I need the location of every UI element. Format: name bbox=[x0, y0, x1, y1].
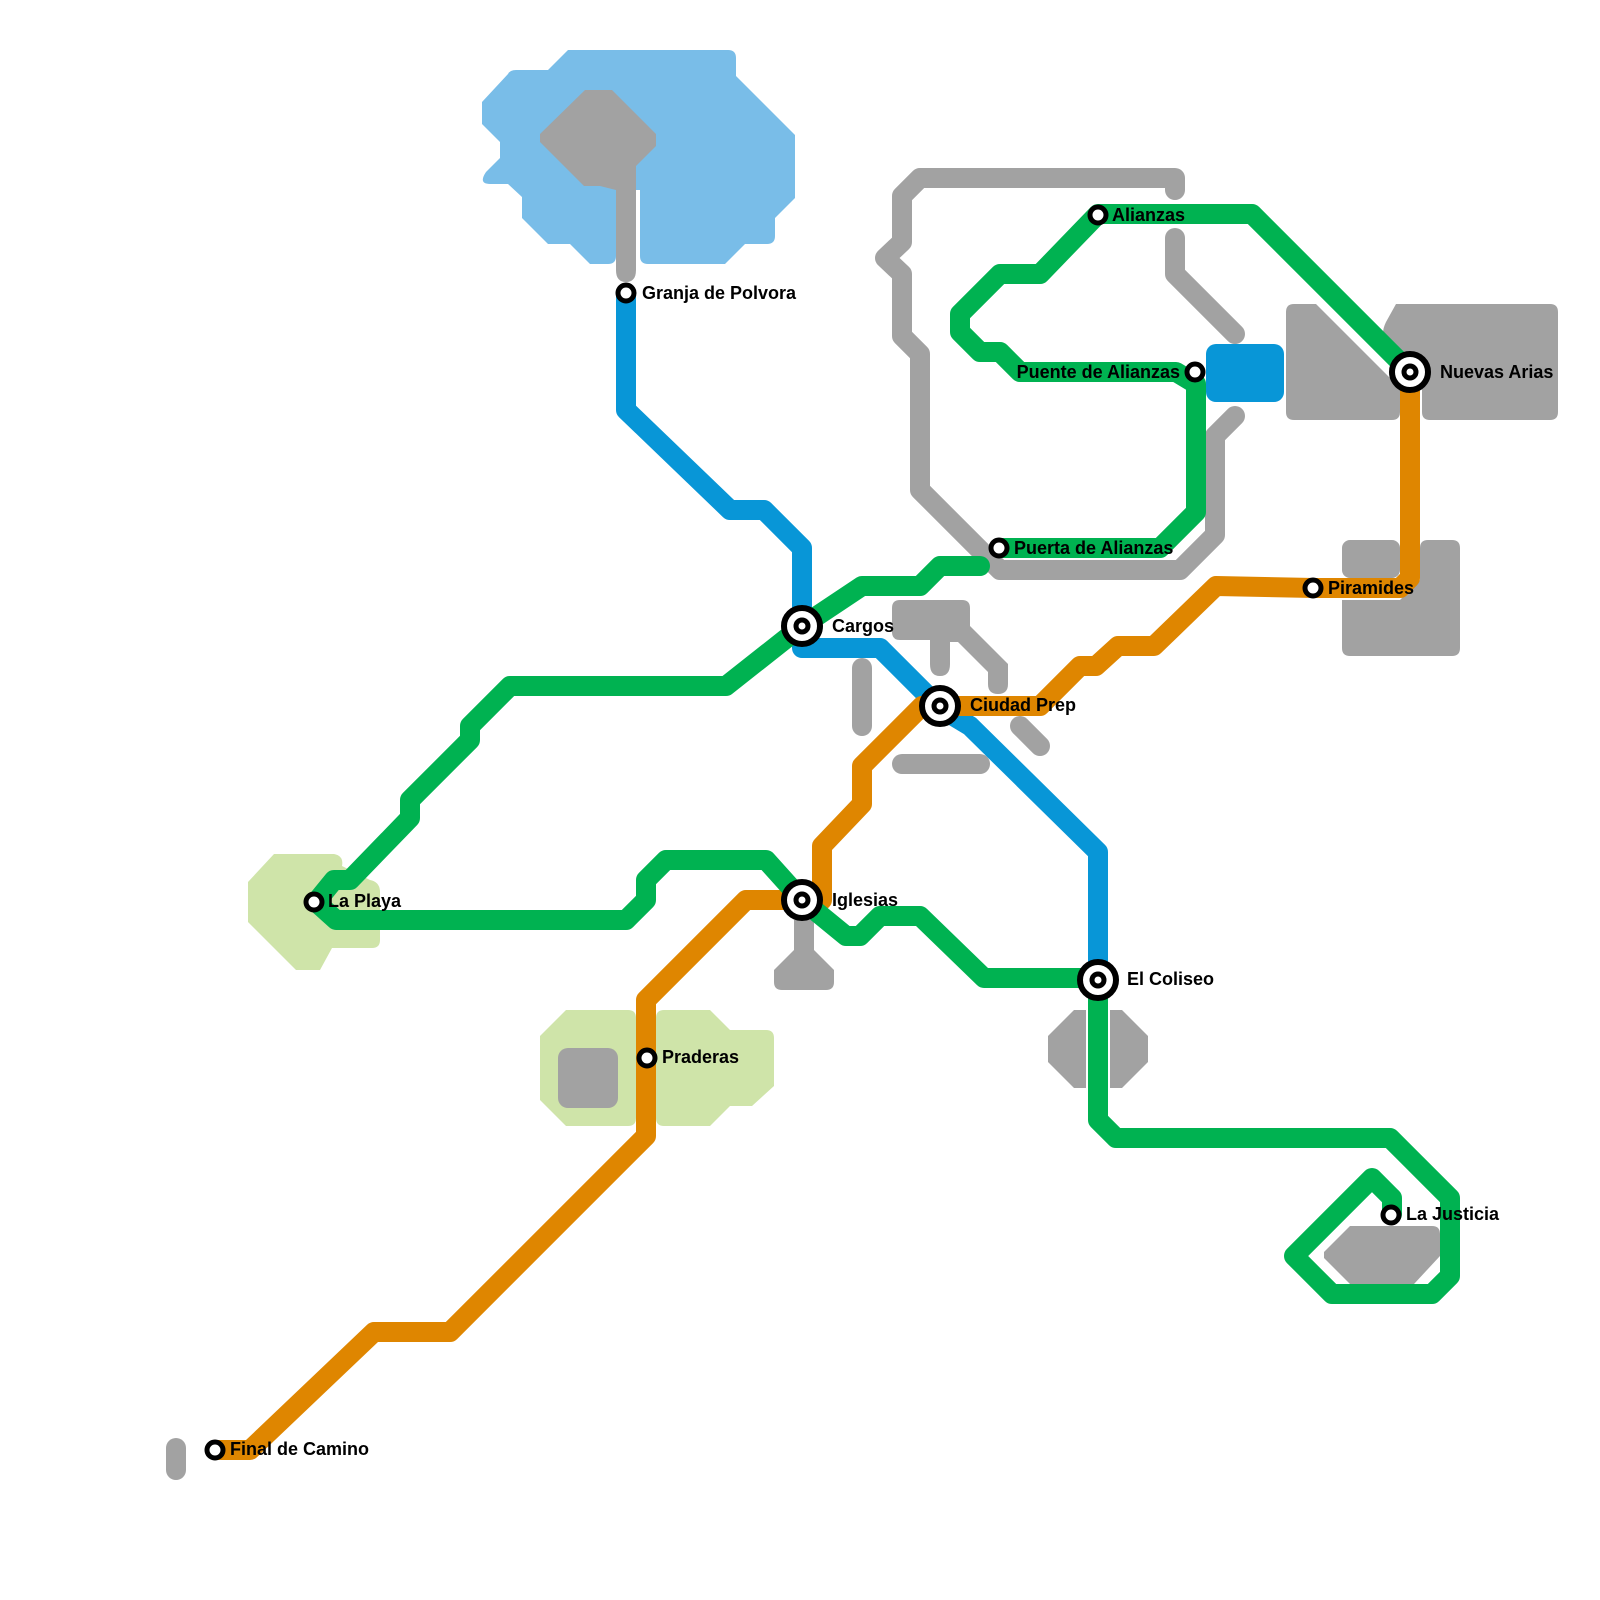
station-label[interactable]: Cargos bbox=[832, 616, 894, 636]
station-ciudad-prep[interactable]: Ciudad Prep bbox=[919, 685, 1076, 727]
building-praderas bbox=[558, 1048, 618, 1108]
station-iglesias[interactable]: Iglesias bbox=[781, 879, 898, 921]
buildings bbox=[166, 90, 1558, 1480]
stations: Granja de Polvora Alianzas Puente de Ali… bbox=[204, 204, 1553, 1461]
station-marker[interactable] bbox=[1302, 577, 1324, 599]
gray-track-north-loop bbox=[875, 168, 1245, 580]
station-marker[interactable] bbox=[1380, 1204, 1402, 1226]
station-praderas[interactable]: Praderas bbox=[636, 1047, 739, 1069]
station-label[interactable]: Final de Camino bbox=[230, 1439, 369, 1459]
station-el-coliseo[interactable]: El Coliseo bbox=[1077, 959, 1214, 1001]
park-praderas-east bbox=[656, 1010, 774, 1126]
building-piramides-nw bbox=[1342, 540, 1400, 578]
station-marker[interactable] bbox=[303, 891, 325, 913]
station-label[interactable]: Puente de Alianzas bbox=[1017, 362, 1180, 382]
building-coliseo-east bbox=[1110, 1010, 1148, 1088]
blue-line-path bbox=[616, 284, 1108, 988]
building-nuevas-east bbox=[1383, 304, 1558, 420]
interchange-marker-inner bbox=[931, 697, 949, 715]
interchange-marker-inner bbox=[793, 617, 811, 635]
gray-track-ciudad-east bbox=[1010, 716, 1050, 756]
station-marker[interactable] bbox=[1087, 204, 1109, 226]
station-puente-de-alianzas[interactable]: Puente de Alianzas bbox=[1017, 361, 1206, 383]
interchange-marker-inner bbox=[1089, 971, 1107, 989]
station-label[interactable]: El Coliseo bbox=[1127, 969, 1214, 989]
station-marker[interactable] bbox=[204, 1439, 226, 1461]
station-marker[interactable] bbox=[988, 537, 1010, 559]
green-line-north bbox=[950, 204, 1420, 558]
station-puerta-de-alianzas[interactable]: Puerta de Alianzas bbox=[988, 537, 1173, 559]
building-la-justicia bbox=[1324, 1226, 1440, 1284]
station-marker[interactable] bbox=[615, 282, 637, 304]
station-piramides[interactable]: Piramides bbox=[1302, 577, 1414, 599]
station-cargos[interactable]: Cargos bbox=[781, 605, 894, 647]
blue-platform-block bbox=[1206, 344, 1284, 402]
station-label[interactable]: Nuevas Arias bbox=[1440, 362, 1553, 382]
station-label[interactable]: Granja de Polvora bbox=[642, 283, 797, 303]
interchange-marker-inner bbox=[793, 891, 811, 909]
green-line-south bbox=[1088, 968, 1460, 1304]
station-label[interactable]: La Justicia bbox=[1406, 1204, 1500, 1224]
station-nuevas-arias[interactable]: Nuevas Arias bbox=[1389, 351, 1553, 393]
station-label[interactable]: Ciudad Prep bbox=[970, 695, 1076, 715]
station-la-playa[interactable]: La Playa bbox=[303, 891, 402, 913]
station-label[interactable]: Iglesias bbox=[832, 890, 898, 910]
station-granja-de-polvora[interactable]: Granja de Polvora bbox=[615, 282, 797, 304]
station-alianzas[interactable]: Alianzas bbox=[1087, 204, 1185, 226]
station-marker[interactable] bbox=[1184, 361, 1206, 383]
station-marker[interactable] bbox=[636, 1047, 658, 1069]
station-final-de-camino[interactable]: Final de Camino bbox=[204, 1439, 369, 1461]
building-piramides-main bbox=[1342, 540, 1460, 656]
building-granja bbox=[540, 90, 656, 282]
line-blue bbox=[616, 284, 1108, 988]
line-orange bbox=[206, 362, 1420, 1460]
orange-line-path bbox=[206, 362, 1420, 1460]
gray-track-alianzas-ne bbox=[1165, 228, 1245, 344]
building-nuevas-west bbox=[1286, 304, 1400, 420]
building-ciudad-north bbox=[892, 600, 1008, 694]
station-label[interactable]: Piramides bbox=[1328, 578, 1414, 598]
station-la-justicia[interactable]: La Justicia bbox=[1380, 1204, 1500, 1226]
station-label[interactable]: Praderas bbox=[662, 1047, 739, 1067]
station-label[interactable]: Alianzas bbox=[1112, 205, 1185, 225]
station-label[interactable]: Puerta de Alianzas bbox=[1014, 538, 1173, 558]
building-iglesias bbox=[774, 920, 834, 990]
building-coliseo-west bbox=[1048, 1010, 1086, 1088]
interchange-marker-inner bbox=[1401, 363, 1419, 381]
station-label[interactable]: La Playa bbox=[328, 891, 402, 911]
